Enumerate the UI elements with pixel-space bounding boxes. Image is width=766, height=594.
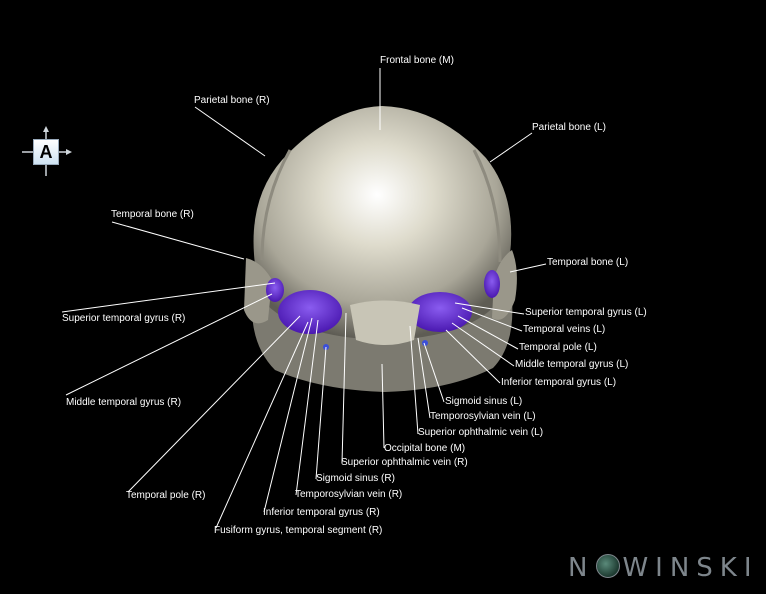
gyrus-right-lateral [266, 278, 284, 302]
brand-text-start: N [568, 553, 595, 583]
label-temporal-pole-l: Temporal pole (L) [519, 342, 597, 353]
temporal-bone-right-shape [244, 258, 272, 324]
cranium [253, 106, 512, 340]
gyrus-left [408, 292, 472, 332]
label-temporal-veins-l: Temporal veins (L) [523, 324, 606, 335]
label-sigmoid-sinus-l: Sigmoid sinus (L) [445, 396, 523, 407]
suture-left [260, 149, 292, 261]
label-temporal-bone-l: Temporal bone (L) [547, 257, 629, 268]
label-inferior-temporal-gyrus-l: Inferior temporal gyrus (L) [501, 377, 617, 388]
gyrus-left-lateral [484, 270, 500, 298]
label-temporosylvian-vein-l: Temporosylvian vein (L) [430, 411, 536, 422]
orientation-letter: A [33, 139, 59, 165]
occipital-ridge [350, 300, 420, 345]
label-superior-temporal-gyrus-l: Superior temporal gyrus (L) [525, 307, 647, 318]
brand-text-i: I [655, 553, 670, 583]
label-superior-temporal-gyrus-r: Superior temporal gyrus (R) [62, 313, 186, 324]
label-temporosylvian-vein-r: Temporosylvian vein (R) [295, 489, 403, 500]
label-middle-temporal-gyrus-r: Middle temporal gyrus (R) [66, 397, 182, 408]
brain-globe-icon [596, 554, 621, 578]
label-superior-ophthalmic-vein-r: Superior ophthalmic vein (R) [341, 457, 468, 468]
leader-lines [61, 68, 547, 529]
label-occipital-bone-m: Occipital bone (M) [384, 443, 466, 454]
suture-right [472, 149, 502, 263]
brand-text-end: NSKI [669, 553, 759, 583]
label-inferior-temporal-gyrus-r: Inferior temporal gyrus (R) [263, 507, 380, 518]
label-superior-ophthalmic-vein-l: Superior ophthalmic vein (L) [418, 427, 544, 438]
label-parietal-bone-r: Parietal bone (R) [194, 95, 270, 106]
temporal-bone-left-shape [492, 250, 517, 320]
label-parietal-bone-l: Parietal bone (L) [532, 122, 606, 133]
label-temporal-pole-r: Temporal pole (R) [126, 490, 206, 501]
label-fusiform-gyrus-temporal-segment-r: Fusiform gyrus, temporal segment (R) [214, 525, 383, 536]
gyrus-right [278, 290, 342, 334]
vein-dot-l [422, 340, 428, 346]
label-frontal-bone-m: Frontal bone (M) [380, 55, 454, 66]
label-middle-temporal-gyrus-l: Middle temporal gyrus (L) [515, 359, 629, 370]
label-temporal-bone-r: Temporal bone (R) [111, 209, 194, 220]
orientation-cube-icon[interactable]: A [20, 126, 72, 178]
brand-text-w: W [622, 553, 656, 583]
label-sigmoid-sinus-r: Sigmoid sinus (R) [316, 473, 395, 484]
